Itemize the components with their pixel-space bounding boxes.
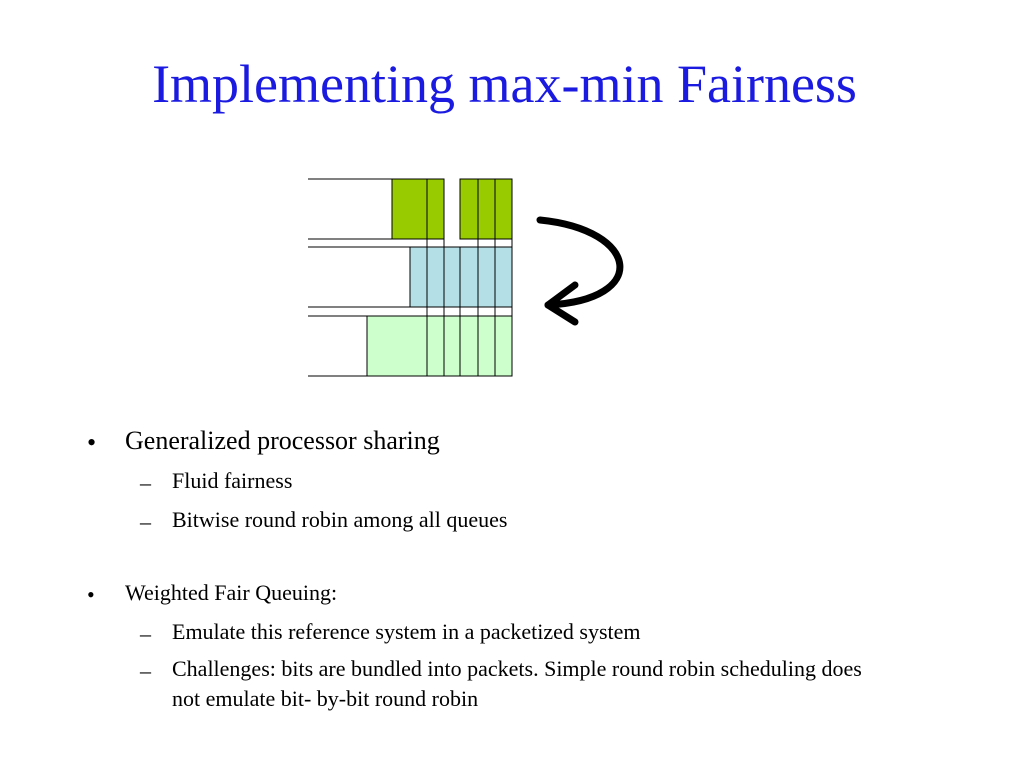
queue-1-packet [391,178,445,240]
bullet-marker: • [87,428,97,457]
sub-bullet-item: Fluid fairness [172,468,293,493]
dash-marker: – [140,658,151,683]
dash-marker: – [140,621,151,646]
queue-diagram [308,178,624,377]
dash-marker: – [140,509,151,534]
queue-1-packet [459,178,513,240]
bullet-item: Weighted Fair Queuing: [125,580,338,605]
dash-marker: – [140,470,151,495]
queue-3 [308,315,513,377]
queue-3-packet [366,315,513,377]
sub-bullet-item: Bitwise round robin among all queues [172,507,508,532]
slide-title: Implementing max-min Fairness [152,54,857,114]
sub-bullet-item: Emulate this reference system in a packe… [172,619,641,644]
queue-1 [308,178,513,240]
bit-slot-lines [426,179,513,376]
bullet-marker: • [87,582,95,607]
bullet-item: Generalized processor sharing [125,426,440,455]
curved-arrow-icon [536,216,624,326]
sub-bullet-item: Challenges: bits are bundled into packet… [172,656,862,711]
